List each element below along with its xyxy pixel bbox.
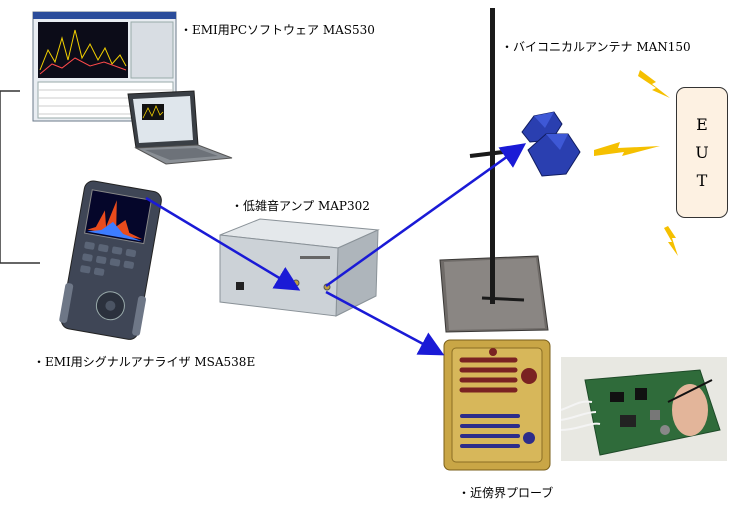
signal-analyzer-image bbox=[59, 180, 162, 340]
antenna-stand-image bbox=[439, 8, 549, 333]
amplifier-image bbox=[219, 218, 380, 317]
pcb-photo bbox=[560, 357, 727, 461]
eut-letter-u: U bbox=[695, 142, 709, 162]
eut-letter-e: E bbox=[696, 114, 708, 134]
label-low-noise-amplifier: ・低雑音アンプ MAP302 bbox=[231, 199, 370, 213]
probe-kit-image bbox=[443, 339, 551, 471]
label-pc-software: ・EMI用PCソフトウェア MAS530 bbox=[180, 23, 375, 37]
connection-bracket bbox=[0, 90, 40, 264]
bolt-bottom bbox=[664, 226, 678, 256]
arrow-amplifier-to-probe bbox=[325, 290, 445, 356]
biconical-antenna-image bbox=[521, 111, 581, 177]
arrow-amplifier-to-antenna bbox=[325, 143, 527, 288]
emission-bolts bbox=[594, 70, 678, 256]
bolt-top bbox=[638, 70, 670, 98]
arrow-analyzer-to-amplifier bbox=[145, 196, 301, 291]
label-near-field-probe: ・近傍界プローブ bbox=[458, 486, 554, 500]
label-signal-analyzer: ・EMI用シグナルアナライザ MSA538E bbox=[33, 355, 256, 369]
bolt-middle bbox=[594, 142, 660, 156]
laptop-image bbox=[127, 90, 233, 165]
eut-box: E U T bbox=[676, 87, 728, 218]
eut-letter-t: T bbox=[696, 170, 708, 190]
label-biconical-antenna: ・バイコニカルアンテナ MAN150 bbox=[501, 40, 691, 54]
